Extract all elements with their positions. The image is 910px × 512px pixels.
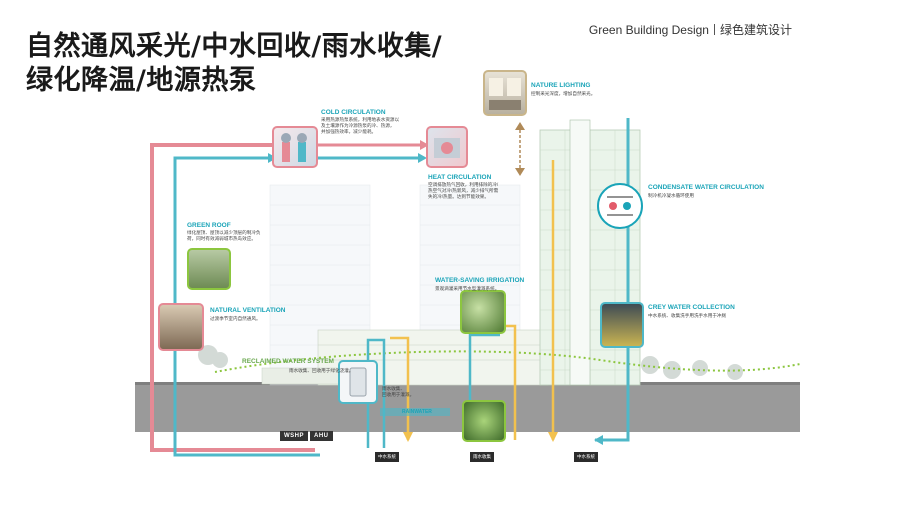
nature-lighting-image [483,70,527,116]
pink-cold-loop [150,143,315,452]
desc-green-roof-2: 荷，同时有效减弱城市热岛效应。 [187,236,256,241]
desc-green-roof-1: 绿化屋顶、屋顶以减少顶层的制冷负 [187,230,261,235]
natural-ventilation-image [158,303,204,351]
cold-circulation-image [272,126,318,168]
page-title: 自然通风采光/中水回收/雨水收集/ 绿化降温/地源热泵 [26,30,442,98]
yellow-arrow-2 [548,432,558,442]
teal-arrow-2 [418,153,427,163]
tag-wshp: WSHP [280,431,308,441]
interior-icon [489,78,521,110]
desc-cold-2: 及土壤源作为冷源热泵的冷、热源， [321,123,395,128]
teal-arrow-3 [594,435,603,445]
desc-nature-lighting: 控制采光深度，增加自然采光。 [531,91,596,96]
desc-grey-water: 中水系统、收集洗手用洗手水用于冲厕 [648,313,727,318]
desc-rain-2: 回收用于灌溉。 [382,392,415,397]
desc-green-roof: 绿化屋顶、屋顶以减少顶层的制冷负 荷，同时有效减弱城市热岛效应。 [187,230,261,242]
brand-divider [713,24,715,35]
desc-heat-3: 失的冷/热量。达到节能效果。 [428,194,489,199]
tag-ahu: AHU [310,431,333,441]
title-line-2: 绿化降温/地源热泵 [26,65,257,96]
label-cold-circulation: COLD CIRCULATION [321,109,386,116]
brand-chinese: 绿色建筑设计 [719,23,792,37]
heat-pump-icon [281,133,307,162]
yellow-mid [502,324,517,440]
yellow-arrow-1 [403,432,413,442]
desc-cold-3: 并加强热效率，减少能耗。 [321,129,377,134]
brand-header: Green Building Design 绿色建筑设计 [589,21,792,38]
grey-water-image [600,302,644,348]
subtag-grey-water-1: 中水系统 [375,452,399,462]
label-reclaimed-water: RECLAIMED WATER SYSTEM [242,358,334,365]
label-rainwater: RAINWATER [402,409,432,415]
title-line-1: 自然通风采光/中水回收/雨水收集/ [26,31,443,62]
yellow-left [390,336,410,440]
green-airflow-line [214,350,801,373]
desc-cold-circulation: 采用热源热泵系统，利用地表水资源以 及土壤源作为冷源热泵的冷、热源， 并加强热效… [321,117,399,135]
desc-condensate: 制冷机冷凝水循环使用 [648,193,694,198]
heat-circulation-image [426,126,468,168]
water-saving-image [460,290,506,334]
brand-english: Green Building Design [588,23,709,37]
desc-rain: 雨水收集、 回收用于灌溉。 [382,386,414,398]
trees [198,345,743,380]
desc-heat-2: 热空气对冷/热新风，减少排气所需 [428,188,499,193]
desc-reclaimed-water: 雨水收集、回收用于绿化浇灌。 [289,368,354,373]
label-green-roof: GREEN ROOF [187,222,231,229]
ahu-icon [434,138,460,158]
pink-arrow-2 [420,140,429,150]
desc-heat-circulation: 空调排放热气回收，利用排除的冷/ 热空气对冷/热新风，减少排气所需 失的冷/热量… [428,182,498,200]
label-water-saving: WATER-SAVING IRRIGATION [435,277,525,284]
tower-core [569,119,591,386]
desc-water-saving: 景观滴灌采用节水型灌溉系统。 [435,286,500,291]
label-heat-circulation: HEAT CIRCULATION [428,174,492,181]
label-nature-lighting: NATURE LIGHTING [531,82,591,89]
label-grey-water: CREY WATER COLLECTION [648,304,735,311]
green-roof-image [187,248,231,290]
tower-grid-left [270,204,520,346]
label-condensate: CONDENSATE WATER CIRCULATION [648,184,764,191]
water-tank-icon [349,367,367,397]
rainwater-image [462,400,506,442]
desc-heat-1: 空调排放热气回收，利用排除的冷/ [428,182,499,187]
condensate-image [597,183,643,229]
reclaimed-water-image [338,360,378,404]
condensate-icon [607,196,633,216]
desc-rain-1: 雨水收集、 [382,386,405,391]
desc-cold-1: 采用热源热泵系统，利用地表水资源以 [321,117,400,122]
desc-natural-ventilation: 过渡季节室内自然通风。 [210,316,261,321]
subtag-grey-water-2: 中水系统 [574,452,598,462]
label-natural-ventilation: NATURAL VENTILATION [210,307,286,314]
subtag-rainwater: 雨水收集 [470,452,494,462]
rainwater-band [380,408,450,416]
